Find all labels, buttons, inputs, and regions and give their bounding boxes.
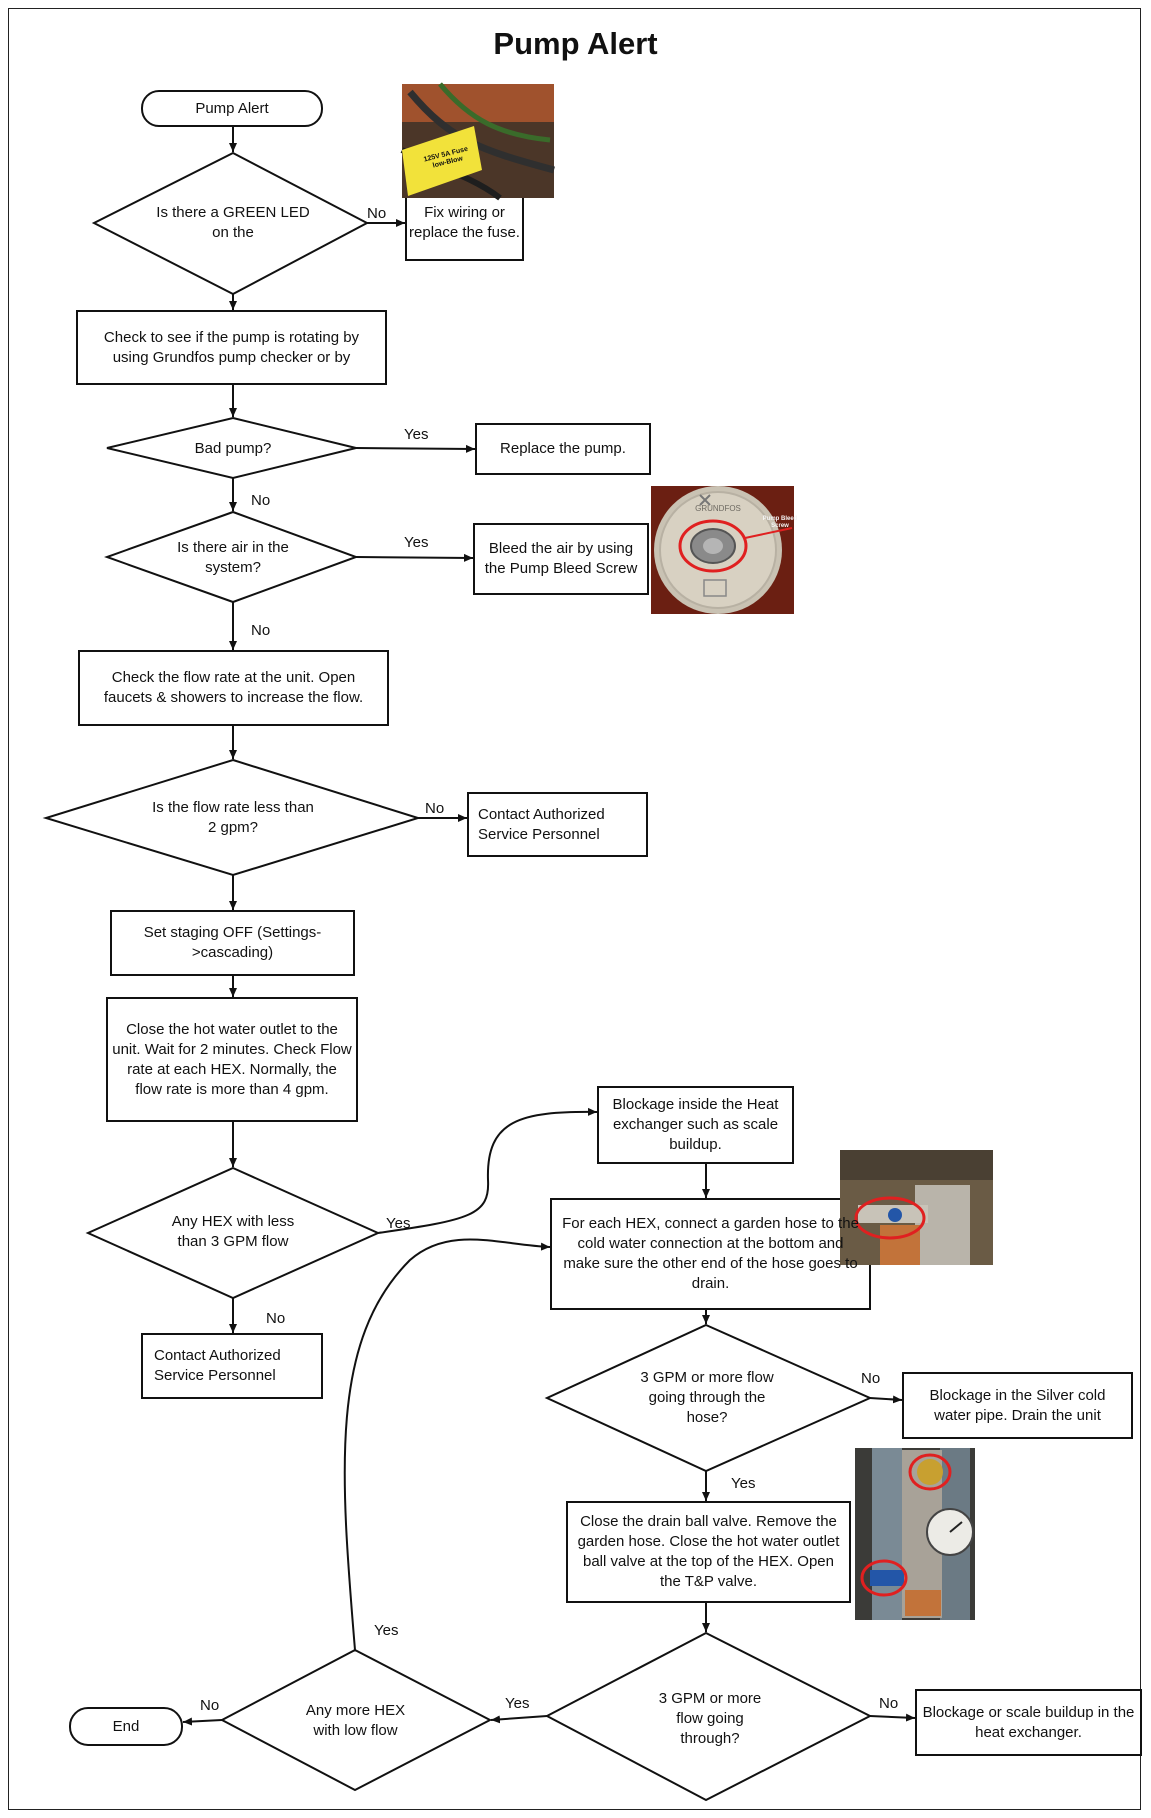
contact-2-box [141,1333,323,1399]
close-drain-text: Close the drain ball valve. Remove the g… [577,1513,840,1590]
no-label: No [425,800,445,817]
staging-off-box [110,910,355,976]
more-hex-decision [219,1648,493,1792]
close-outlet-text: Close the hot water outlet to the unit. … [112,1020,352,1098]
flow-less-2-question: Is the flow rate less than 2 gpm? [152,799,314,836]
close-drain-box [566,1501,851,1603]
scale-buildup-box [915,1689,1142,1756]
green-led-question: Is there a GREEN LED on the [156,204,310,241]
silver-pipe-box [902,1372,1133,1439]
no-label: No [861,1370,881,1387]
no-label: No [266,1310,286,1327]
staging-off-text: Set staging OFF (Settings->cascading) [143,924,322,961]
yes-label: Yes [731,1475,756,1492]
no-label: No [367,205,387,222]
bleed-air-box [473,523,649,595]
silver-pipe-text: Blockage in the Silver cold water pipe. … [929,1386,1106,1424]
hose-photo [840,1150,993,1265]
replace-pump-text: Replace the pump. [500,440,626,457]
connector [377,1107,598,1234]
pump-brand-text: GRUNDFOS [695,504,741,513]
contact-2-text: Contact Authorized Service Personnel [154,1347,281,1384]
check-flow-text: Check the flow rate at the unit. Open fa… [103,669,364,706]
valve-photo [855,1448,975,1620]
replace-pump-box [475,423,651,475]
page-frame [8,8,1141,1810]
fix-wiring-text: Fix wiring or replace the fuse. [409,203,520,241]
contact-1-text: Contact Authorized Service Personnel [478,805,605,843]
garden-hose-box [550,1198,871,1310]
no-label: No [200,1697,220,1714]
end-label: End [112,1717,140,1735]
no-label: No [879,1695,899,1712]
bad-pump-question: Bad pump? [194,440,272,457]
start-label: Pump Alert [195,99,269,117]
flow-3gpm-question: 3 GPM or more flow going through? [658,1690,762,1747]
flow-3gpm-decision [544,1631,873,1802]
check-rotating-text: Check to see if the pump is rotating by … [103,328,360,366]
bleed-callout-text: Pump Bleed Screw [762,516,798,529]
connector [355,553,474,562]
air-question: Is there air in the system? [177,539,289,576]
connector [869,1713,916,1722]
connector [490,1715,548,1724]
pump-photo [651,486,794,614]
no-label: No [251,622,271,639]
bleed-air-text: Bleed the air by using the Pump Bleed Sc… [484,540,638,577]
connector [869,1395,903,1404]
connector [182,1717,223,1726]
yes-label: Yes [505,1695,530,1712]
contact-1-box [467,792,648,857]
yes-label: Yes [404,426,429,443]
blockage-inside-box [597,1086,794,1164]
scale-buildup-text: Blockage or scale buildup in the heat ex… [922,1703,1135,1741]
check-rotating-box [76,310,387,385]
close-outlet-box [106,997,358,1122]
fuse-photo [400,82,555,201]
end-terminator [69,1707,183,1746]
blockage-inside-text: Blockage inside the Heat exchanger such … [612,1096,779,1153]
hex-less-3-question: Any HEX with less than 3 GPM flow [171,1213,295,1250]
garden-hose-text: For each HEX, connect a garden hose to t… [562,1215,859,1292]
yes-label: Yes [404,534,429,551]
yes-label: Yes [374,1622,399,1639]
check-flow-box [78,650,389,726]
hose-3gpm-question: 3 GPM or more flow going through the hos… [640,1369,774,1426]
connector [343,1238,551,1651]
connector [355,444,476,453]
more-hex-question: Any more HEX with low flow [305,1702,406,1739]
yes-label: Yes [386,1215,411,1232]
page-title: Pump Alert [493,26,658,61]
no-label: No [251,492,271,509]
